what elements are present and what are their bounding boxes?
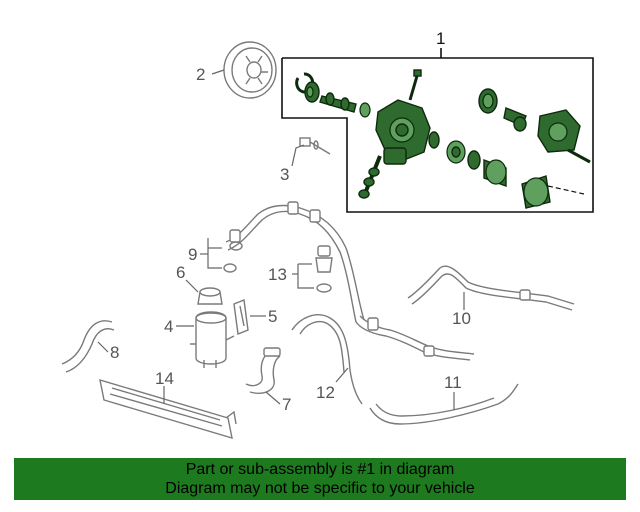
callout-13[interactable]: 13 [268, 265, 287, 284]
callout-4[interactable]: 4 [164, 317, 173, 336]
o-ring[interactable] [223, 263, 237, 273]
callout-10[interactable]: 10 [452, 309, 471, 328]
info-banner: Part or sub-assembly is #1 in diagram Di… [14, 458, 626, 500]
pressure-hose[interactable] [225, 201, 365, 323]
suction-hose[interactable] [61, 320, 115, 373]
parts-diagram: 1 [61, 29, 594, 440]
banner-line-2: Diagram may not be specific to your vehi… [165, 480, 475, 497]
banner-line-1: Part or sub-assembly is #1 in diagram [185, 461, 455, 478]
assembly-box [281, 48, 594, 213]
callout-1[interactable]: 1 [436, 29, 445, 48]
callout-8[interactable]: 8 [110, 343, 119, 362]
callout-3[interactable]: 3 [280, 165, 289, 184]
callout-2[interactable]: 2 [196, 65, 205, 84]
callout-6[interactable]: 6 [176, 263, 185, 282]
reservoir-bracket[interactable] [233, 299, 249, 335]
callout-14[interactable]: 14 [155, 369, 174, 388]
callout-12[interactable]: 12 [316, 383, 335, 402]
pulley[interactable] [223, 41, 277, 99]
reservoir-cap[interactable] [197, 287, 223, 305]
bolt[interactable] [299, 137, 331, 155]
callout-11[interactable]: 11 [444, 373, 462, 392]
cooler-pipe[interactable] [369, 383, 519, 425]
return-line-pipe[interactable] [407, 265, 575, 311]
pressure-switch[interactable] [315, 245, 333, 293]
return-pipe[interactable] [291, 314, 363, 405]
callout-9[interactable]: 9 [188, 245, 197, 264]
pressure-line [355, 315, 475, 361]
return-hose[interactable] [245, 347, 281, 394]
callout-7[interactable]: 7 [282, 395, 291, 414]
reservoir[interactable] [190, 311, 235, 368]
callout-5[interactable]: 5 [268, 307, 277, 326]
oil-cooler[interactable] [99, 378, 237, 440]
power-steering-pump-assembly[interactable] [295, 69, 591, 209]
